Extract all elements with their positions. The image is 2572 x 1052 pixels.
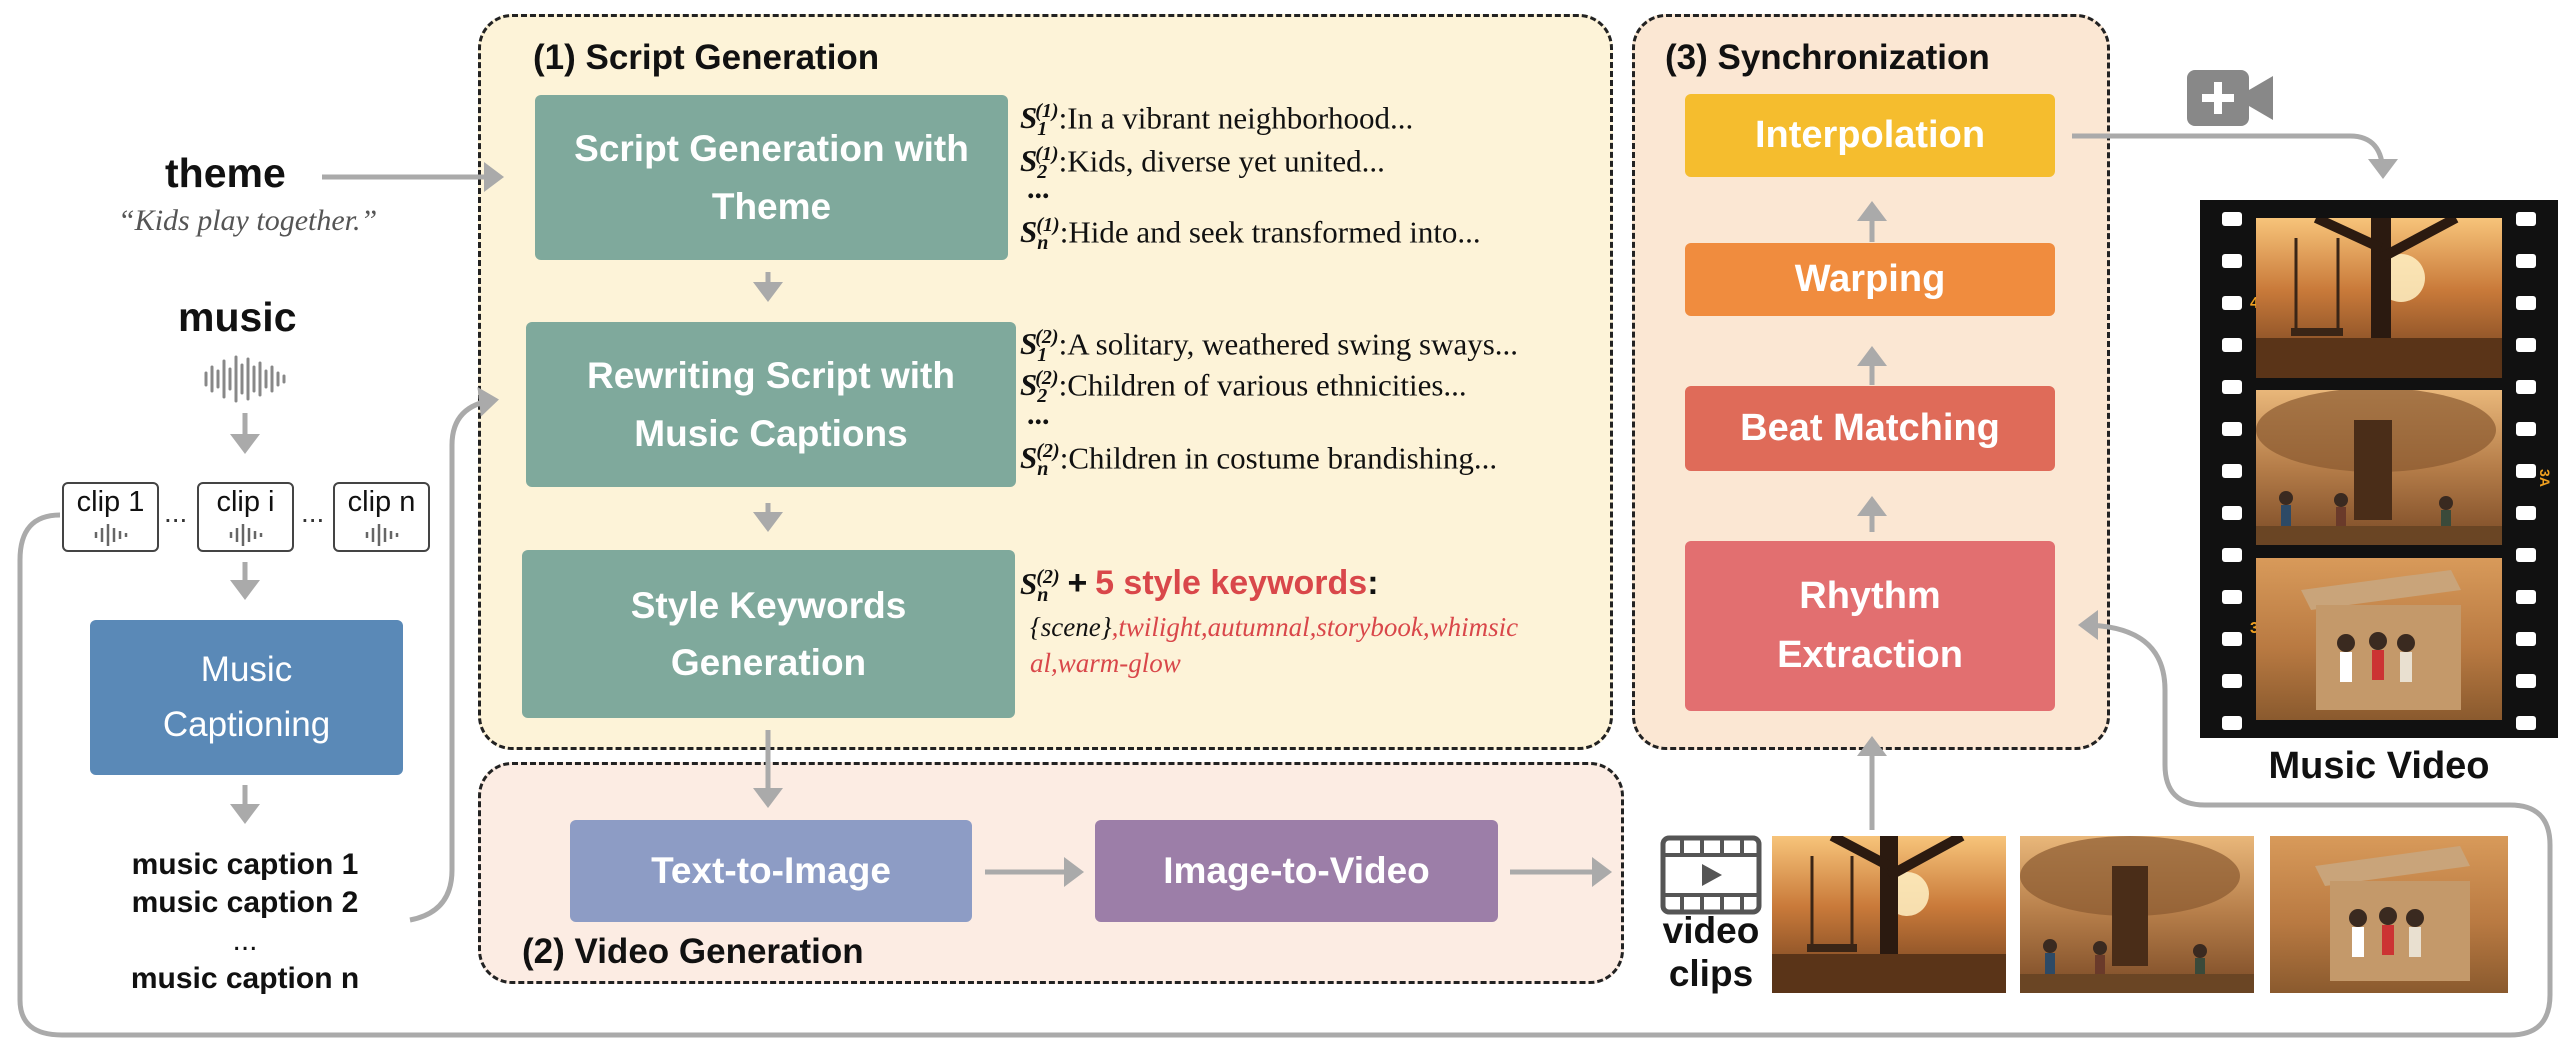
- arrow-interp-to-output: [2072, 133, 2398, 179]
- clip-1-waveform-icon: [94, 524, 128, 546]
- script1-line-2-text: Kids, diverse yet united...: [1067, 143, 1385, 179]
- style-keywords-list-2: al,warm-glow: [1030, 648, 1181, 678]
- clip-i-waveform-icon: [229, 524, 263, 546]
- film-clip-icon: [1660, 835, 1762, 915]
- image-to-video-box: Image-to-Video: [1095, 820, 1498, 922]
- film-strip: 4 3A 3: [2200, 200, 2558, 738]
- script-generation-box: Script Generation with Theme: [535, 95, 1008, 260]
- film-number-3: 3: [2250, 620, 2259, 637]
- camera-plus-icon: [2187, 70, 2273, 126]
- script1-line-1: S1(1):In a vibrant neighborhood...: [1020, 100, 1414, 141]
- sn-keywords-symbol: Sn(2): [1020, 565, 1060, 607]
- script2-line-1-text: A solitary, weathered swing sways...: [1067, 326, 1519, 362]
- film-number-3a: 3A: [2536, 469, 2553, 487]
- theme-title: theme: [165, 150, 286, 196]
- music-caption-1: music caption 1: [131, 848, 359, 881]
- script1-line-1-text: In a vibrant neighborhood...: [1067, 100, 1414, 136]
- music-captioning-box: Music Captioning: [90, 620, 403, 775]
- music-caption-n: music caption n: [130, 962, 360, 995]
- beat-matching-box: Beat Matching: [1685, 386, 2055, 471]
- film-frame-2: [2256, 390, 2502, 545]
- clip-1: clip 1: [62, 482, 159, 552]
- film-frame-3: [2256, 558, 2502, 720]
- film-number-4: 4: [2250, 295, 2259, 312]
- keywords-label: 5 style keywords: [1095, 564, 1368, 602]
- film-frame-1: [2256, 218, 2502, 378]
- video-generation-title: (2) Video Generation: [522, 932, 864, 971]
- music-caption-2: music caption 2: [131, 886, 359, 919]
- s2-symbol: S2(1): [1020, 143, 1059, 184]
- keywords-list-1: ,twilight,autumnal,storybook,whimsic: [1111, 612, 1519, 642]
- kids-cardboard-house-image: [2315, 846, 2470, 981]
- arrow-clips-loop-to-rhythm: [17, 512, 2553, 1038]
- rewriting-script-box: Rewriting Script with Music Captions: [526, 322, 1016, 487]
- clip-ellipsis-2: ...: [301, 497, 325, 528]
- film-frame-2-image: [2256, 390, 2502, 545]
- synchronization-title: (3) Synchronization: [1665, 38, 1990, 77]
- style-keywords-list-1: {scene},twilight,autumnal,storybook,whim…: [1030, 612, 1518, 643]
- theme-example: “Kids play together.”: [118, 204, 378, 237]
- clip-ellipsis-1: ...: [164, 497, 188, 528]
- clip-i: clip i: [197, 482, 294, 552]
- clip-1-label: clip 1: [76, 486, 145, 518]
- film-sprocket-holes: [2222, 212, 2536, 730]
- style-keywords-header: Sn(2) + 5 style keywords:: [1020, 564, 1379, 607]
- clip-n-waveform-icon: [365, 524, 399, 546]
- video-clips-label: video clips: [1662, 910, 1760, 994]
- s2-rewritten-symbol: S2(2): [1020, 367, 1059, 408]
- music-video-label: Music Video: [2268, 745, 2490, 787]
- script2-line-1: S1(2):A solitary, weathered swing sways.…: [1020, 326, 1519, 367]
- video-clip-thumb-2: [2020, 836, 2254, 993]
- clip-n-label: clip n: [347, 486, 416, 518]
- script1-line-n: Sn(1):Hide and seek transformed into...: [1020, 214, 1481, 255]
- video-clip-thumb-3: [2270, 836, 2508, 993]
- music-title: music: [178, 294, 297, 340]
- s1-symbol: S1(1): [1020, 100, 1059, 141]
- script2-ellipsis: ...: [1027, 398, 1050, 431]
- film-frame-3-image: [2301, 570, 2461, 710]
- interpolation-box: Interpolation: [1685, 94, 2055, 177]
- script1-line-n-text: Hide and seek transformed into...: [1068, 214, 1481, 250]
- arrow-captions-to-rewriting: [409, 386, 499, 923]
- s1-rewritten-symbol: S1(2): [1020, 326, 1059, 367]
- script2-line-n-text: Children in costume brandishing...: [1068, 440, 1498, 476]
- script2-line-2-text: Children of various ethnicities...: [1067, 367, 1467, 403]
- style-keywords-box: Style Keywords Generation: [522, 550, 1015, 718]
- rhythm-extraction-box: Rhythm Extraction: [1685, 541, 2055, 711]
- script-generation-title: (1) Script Generation: [533, 38, 880, 77]
- sn-symbol: Sn(1): [1020, 214, 1060, 255]
- warping-box: Warping: [1685, 243, 2055, 316]
- script1-line-2: S2(1):Kids, diverse yet united...: [1020, 143, 1385, 184]
- video-clip-thumb-1: [1772, 836, 2006, 993]
- keywords-plus: +: [1067, 564, 1088, 602]
- sn-rewritten-symbol: Sn(2): [1020, 440, 1060, 481]
- clip-n: clip n: [333, 482, 430, 552]
- clip-i-label: clip i: [216, 486, 275, 518]
- film-frame-1-image: [2256, 218, 2502, 378]
- script2-line-n: Sn(2):Children in costume brandishing...: [1020, 440, 1498, 481]
- kids-under-tree-image: [2020, 836, 2254, 993]
- keywords-colon: :: [1367, 564, 1379, 602]
- text-to-image-box: Text-to-Image: [570, 820, 972, 922]
- keywords-scene: {scene}: [1030, 612, 1112, 642]
- script1-ellipsis: ...: [1027, 172, 1050, 205]
- script2-line-2: S2(2):Children of various ethnicities...: [1020, 367, 1467, 408]
- waveform-icon: [204, 355, 286, 403]
- swing-tree-image: [1772, 836, 2006, 993]
- music-caption-ellipsis: ...: [232, 924, 258, 957]
